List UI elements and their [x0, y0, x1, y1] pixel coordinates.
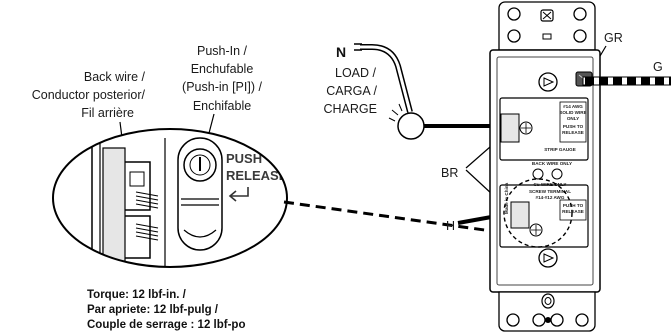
torque-line: Torque: 12 lbf-in. / — [87, 289, 187, 301]
magnified-view: PUSH RELEASE — [52, 128, 288, 268]
receptacle-device: #14 AWG SOLID WIRE ONLY PUSH TO RELEASE … — [489, 1, 671, 332]
marking-text: RELEASE — [562, 209, 584, 214]
release-label: RELEASE — [226, 168, 288, 183]
lower-push-in-slot — [510, 201, 530, 229]
torque-line: Par apriete: 12 lbf-pulg / — [87, 304, 219, 316]
back-wire-label-line: Back wire / — [84, 70, 146, 84]
upper-push-in-slot — [500, 113, 520, 143]
magnifier-outline — [52, 128, 288, 268]
test-marker-icon — [538, 72, 558, 92]
strap-hole-icon — [550, 313, 564, 327]
strap-hole-icon — [507, 29, 521, 43]
lower-screw-threads — [135, 223, 159, 241]
load-label: LOAD / CARGA / CHARGE — [324, 66, 378, 116]
ground-screw-label: GR — [604, 31, 623, 45]
strap-hole-icon — [573, 7, 587, 21]
terminal-highlight-circle — [503, 178, 573, 248]
back-wire-label: Back wire / Conductor posterior/ Fil arr… — [32, 70, 146, 120]
cu-marker-icon — [532, 168, 544, 180]
marking-text: #14-#12 AWG — [536, 195, 565, 200]
load-label-line: CARGA / — [326, 84, 377, 98]
brass-terminal-label: BR — [441, 166, 458, 180]
marking-text: ONLY — [567, 116, 579, 121]
strap-hole-icon — [506, 313, 520, 327]
strap-hole-icon — [507, 7, 521, 21]
push-label: PUSH — [226, 151, 262, 166]
load-label-line: CHARGE — [324, 102, 377, 116]
push-in-label-line: Push-In / — [197, 44, 248, 58]
neutral-label: N — [336, 44, 346, 60]
upper-clamp — [125, 161, 151, 211]
mounting-screw-icon — [541, 293, 555, 309]
marking-text: PUSH TO — [563, 203, 584, 208]
push-in-label-line: (Push-in [PI]) / — [182, 80, 262, 94]
strap-hole-icon — [532, 313, 546, 327]
marking-text: SOLID WIRE — [559, 110, 586, 115]
push-in-label-line: Enchufable — [191, 62, 254, 76]
bottom-strap — [498, 291, 596, 332]
torque-line: Couple de serrage : 12 lbf-po — [87, 319, 245, 331]
strap-hole-icon — [575, 313, 589, 327]
lower-clamp — [125, 215, 151, 259]
marking-text: STRIP GAUGE — [544, 147, 576, 152]
upper-screw-threads — [135, 191, 159, 209]
upper-terminal — [499, 97, 589, 161]
marking-text: PUSH TO — [563, 124, 584, 129]
back-wire-clamp-plate — [102, 147, 126, 264]
return-arrow-icon — [228, 187, 249, 202]
marking-text: SCREW TERMINAL — [529, 189, 571, 194]
back-wire-label-line: Conductor posterior/ — [32, 88, 146, 102]
hot-label: H — [446, 219, 455, 233]
reset-marker-icon — [538, 248, 558, 268]
marking-text: BACK WIRE ONLY — [532, 161, 572, 166]
strap-hole-icon — [573, 29, 587, 43]
torque-note: Torque: 12 lbf-in. / Par apriete: 12 lbf… — [87, 289, 245, 331]
marking-text: Made in China — [504, 182, 509, 214]
callout-dashed-line — [283, 200, 507, 235]
push-in-label-line: Enchifable — [193, 99, 251, 113]
back-wire-label-line: Fil arrière — [81, 106, 134, 120]
push-in-label: Push-In / Enchufable (Push-in [PI]) / En… — [182, 44, 262, 113]
marking-text: #14 AWG — [563, 104, 583, 109]
lower-terminal — [499, 184, 589, 248]
cu-marker-icon — [551, 168, 563, 180]
marking-text: RELEASE — [562, 130, 584, 135]
ground-label: G — [653, 60, 663, 74]
load-label-line: LOAD / — [335, 66, 377, 80]
